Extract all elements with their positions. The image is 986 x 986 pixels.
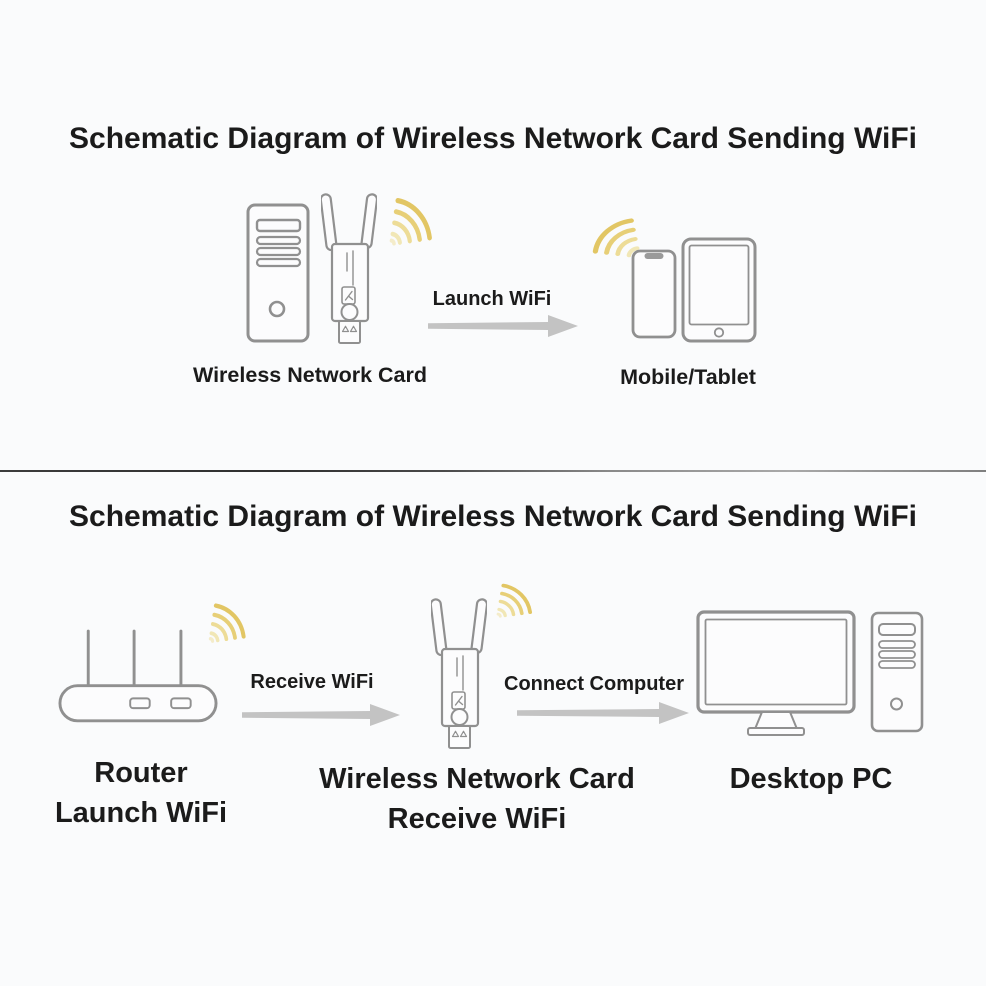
mobile-tablet-label: Mobile/Tablet — [620, 365, 756, 389]
panel-top-title: Schematic Diagram of Wireless Network Ca… — [69, 122, 917, 155]
router-label: Router Launch WiFi — [15, 753, 267, 833]
desktop-tower-icon — [870, 611, 924, 733]
panel-top: Schematic Diagram of Wireless Network Ca… — [0, 0, 986, 470]
section-divider — [0, 470, 986, 472]
panel-bottom: Schematic Diagram of Wireless Network Ca… — [0, 472, 986, 986]
card-receive-label-line2: Receive WiFi — [387, 803, 567, 835]
panel-bottom-title: Schematic Diagram of Wireless Network Ca… — [69, 500, 917, 533]
wireless-network-card-label: Wireless Network Card — [192, 363, 427, 387]
wifi-signal-icon — [208, 603, 246, 643]
card-receive-label-line1: Wireless Network Card — [319, 763, 635, 795]
launch-wifi-label: Launch WiFi — [432, 288, 552, 310]
router-label-line2: Launch WiFi — [54, 797, 228, 829]
receive-wifi-arrow-icon — [242, 704, 400, 726]
usb-wifi-adapter-icon — [321, 193, 377, 344]
receive-wifi-label: Receive WiFi — [250, 671, 374, 693]
usb-wifi-adapter-icon — [431, 598, 487, 749]
card-receive-label: Wireless Network Card Receive WiFi — [277, 759, 677, 839]
tower-pc-icon — [246, 203, 310, 343]
tablet-icon — [681, 237, 757, 343]
router-label-line1: Router — [94, 757, 188, 789]
connect-computer-arrow-icon — [517, 702, 689, 724]
connect-computer-label: Connect Computer — [504, 673, 684, 695]
smartphone-icon — [631, 249, 677, 339]
desktop-pc-label: Desktop PC — [729, 763, 893, 795]
wifi-signal-icon — [496, 583, 533, 618]
wifi-signal-icon — [389, 198, 432, 246]
router-icon — [58, 629, 218, 723]
launch-wifi-arrow-icon — [428, 315, 578, 337]
monitor-icon — [696, 610, 856, 736]
